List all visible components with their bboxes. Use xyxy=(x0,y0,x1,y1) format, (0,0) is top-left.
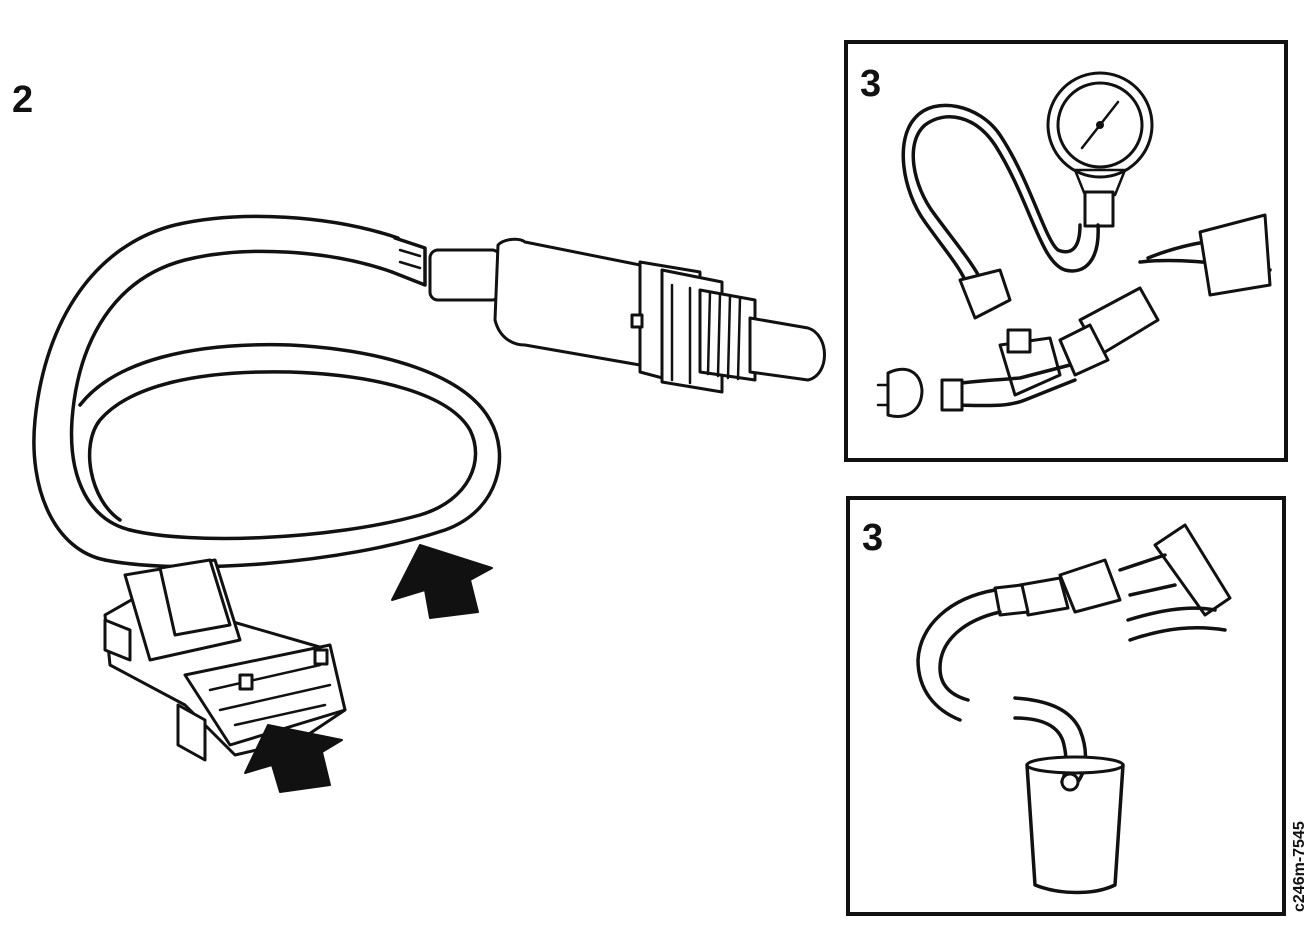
arrow-icon xyxy=(244,724,343,793)
step-number-main: 2 xyxy=(12,79,33,121)
step-number-panel-bottom: 3 xyxy=(862,517,883,559)
fuel-line-connector xyxy=(993,523,1232,642)
sensor-cable xyxy=(32,214,502,569)
figure-code: c246m-7545 xyxy=(1291,821,1308,912)
beaker xyxy=(1025,755,1125,895)
pressure-gauge xyxy=(1046,71,1154,228)
sensor-connector xyxy=(103,558,347,762)
fuel-line-fitting xyxy=(876,213,1272,418)
step-number-panel-top: 3 xyxy=(860,63,881,105)
sensor-body xyxy=(390,236,826,394)
arrow-icon xyxy=(391,544,493,619)
panel-fuel-drain: 3 c246m-7545 xyxy=(846,496,1308,916)
panel-pressure-gauge: 3 xyxy=(844,40,1288,462)
oxygen-sensor xyxy=(32,214,826,793)
